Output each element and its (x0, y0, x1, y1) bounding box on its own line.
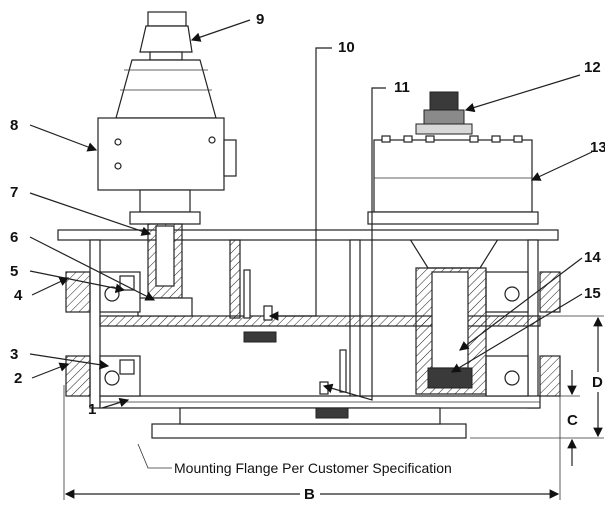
dimension-c-label: C (567, 412, 578, 429)
callout-8: 8 (10, 117, 18, 134)
callout-9: 9 (256, 11, 264, 28)
callout-7: 7 (10, 184, 18, 201)
right-lower-bearing (485, 355, 561, 397)
callout-6: 6 (10, 229, 18, 246)
left-upper-bearing (65, 271, 141, 313)
callout-4: 4 (14, 287, 23, 304)
right-gearbox-assembly (367, 91, 539, 269)
callout-5: 5 (10, 263, 18, 280)
dimension-lines (63, 315, 604, 500)
callout-15: 15 (584, 285, 601, 302)
mounting-flange-caption: Mounting Flange Per Customer Specificati… (174, 460, 452, 476)
callout-12: 12 (584, 59, 601, 76)
leader-lines (29, 19, 593, 409)
left-lower-bearing (65, 355, 141, 397)
callout-10: 10 (338, 39, 355, 56)
left-motor-assembly (97, 11, 237, 225)
callout-labels: 9 10 11 12 13 8 7 6 5 4 3 2 1 14 15 (10, 11, 605, 418)
callout-13: 13 (590, 139, 605, 156)
callout-2: 2 (14, 370, 22, 387)
callout-3: 3 (10, 346, 18, 363)
callout-1: 1 (88, 401, 96, 418)
dimension-d-label: D (592, 374, 603, 391)
right-shaft (415, 267, 487, 395)
callout-14: 14 (584, 249, 601, 266)
left-shaft (137, 223, 193, 317)
dimension-b-label: B (304, 486, 315, 503)
right-upper-bearing (485, 271, 561, 313)
callout-11: 11 (394, 79, 410, 96)
